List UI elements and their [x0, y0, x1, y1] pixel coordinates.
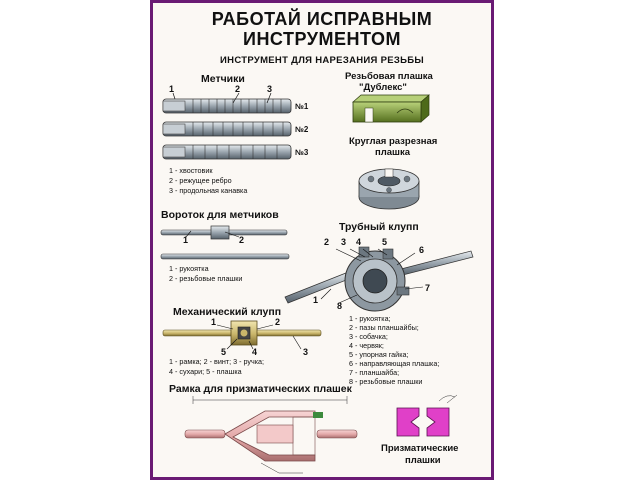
round-die-heading: Круглая разрезная — [349, 136, 438, 147]
tap-callout-lines — [172, 92, 272, 104]
duplex-die-heading: Резьбовая плашка — [345, 71, 433, 82]
pipe-stock-callout-8: 8 — [337, 301, 343, 311]
mech-stock-legend-line2: 4 - сухари; 5 - плашка — [169, 367, 242, 376]
pipe-stock-illustration — [284, 246, 474, 312]
tap-wrench-callout-1: 1 — [183, 235, 189, 245]
pipe-stock-callout-3: 3 — [341, 237, 347, 247]
mechanical-stock-illustration — [162, 320, 322, 350]
pipe-stock-callout-5: 5 — [382, 237, 388, 247]
tap-callout-3: 3 — [267, 84, 273, 94]
mech-stock-callout-1: 1 — [211, 317, 217, 327]
round-die-illustration — [358, 168, 420, 210]
pipe-stock-heading: Трубный клупп — [339, 221, 419, 233]
mech-stock-callout-2: 2 — [275, 317, 281, 327]
round-die-heading-2: плашка — [375, 147, 411, 158]
duplex-die-heading-2: "Дублекс" — [359, 82, 407, 93]
prism-frame-heading: Рамка для призматических плашек — [169, 383, 352, 395]
prismatic-dies-illustration — [396, 394, 458, 437]
poster: РАБОТАЙ ИСПРАВНЫМ ИНСТРУМЕНТОМ ИНСТРУМЕН… — [150, 0, 494, 480]
mech-stock-heading: Механический клупп — [173, 306, 282, 318]
mech-stock-callout-5: 5 — [221, 347, 227, 357]
pipe-stock-callout-7: 7 — [425, 283, 431, 293]
poster-artwork — [160, 92, 474, 474]
tap-wrench-illustration — [160, 225, 290, 260]
pipe-stock-callout-1: 1 — [313, 295, 319, 305]
duplex-die-illustration — [352, 94, 430, 123]
taps-heading: Метчики — [201, 73, 245, 85]
tap-number-1: №1 — [295, 102, 309, 111]
tap-wrench-callout-2: 2 — [239, 235, 245, 245]
pipe-stock-callout-4: 4 — [356, 237, 362, 247]
tap-wrench-heading: Вороток для метчиков — [161, 209, 279, 221]
mech-stock-legend-line1: 1 - рамка; 2 - винт; 3 - ручка; — [169, 357, 265, 366]
tap-3-illustration — [162, 144, 292, 160]
prismatic-dies-heading-2: плашки — [405, 455, 441, 466]
pipe-stock-legend-item: 2 - пазы планшайбы; — [349, 323, 419, 332]
tap-number-3: №3 — [295, 148, 309, 157]
mech-stock-callout-3: 3 — [303, 347, 309, 357]
pipe-stock-legend-item: 4 - червяк; — [349, 341, 384, 350]
prismatic-dies-heading: Призматические — [381, 443, 459, 454]
pipe-stock-legend-item: 3 - собачка; — [349, 332, 388, 341]
pipe-stock-callout-2: 2 — [324, 237, 330, 247]
poster-title-line1: РАБОТАЙ ИСПРАВНЫМ — [211, 9, 433, 29]
tap-wrench-legend-item: 1 - рукоятка — [169, 264, 209, 273]
poster-title-line2: ИНСТРУМЕНТОМ — [243, 29, 401, 49]
tap-wrench-legend-item: 2 - резьбовые плашки — [169, 274, 243, 283]
taps-legend-item: 1 - хвостовик — [169, 166, 213, 175]
tap-callout-2: 2 — [235, 84, 241, 94]
tap-callout-1: 1 — [169, 84, 175, 94]
tap-1-illustration — [162, 98, 292, 114]
tap-number-2: №2 — [295, 125, 309, 134]
pipe-stock-legend-item: 1 - рукоятка; — [349, 314, 391, 323]
taps-legend-item: 2 - режущее ребро — [169, 176, 232, 185]
pipe-stock-legend-item: 6 - направляющая плашка; — [349, 359, 440, 368]
pipe-stock-callout-6: 6 — [419, 245, 425, 255]
pipe-stock-legend-item: 7 - планшайба; — [349, 368, 400, 377]
taps-legend-item: 3 - продольная канавка — [169, 186, 248, 195]
mech-stock-callout-4: 4 — [252, 347, 258, 357]
poster-subtitle: ИНСТРУМЕНТ ДЛЯ НАРЕЗАНИЯ РЕЗЬБЫ — [220, 55, 424, 66]
prism-frame-illustration — [184, 396, 358, 474]
pipe-stock-legend-item: 8 - резьбовые плашки — [349, 377, 423, 386]
tap-2-illustration — [162, 121, 292, 137]
pipe-stock-legend-item: 5 - упорная гайка; — [349, 350, 409, 359]
